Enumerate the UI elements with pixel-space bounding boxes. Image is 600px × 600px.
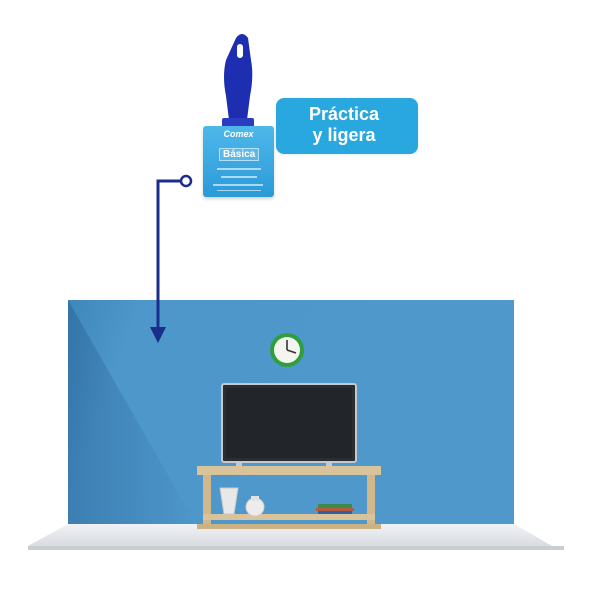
callout-badge [276,98,418,154]
floor-edge [28,546,564,550]
package-text-row [213,184,263,186]
package-text-row [221,176,257,178]
callout-line-2: y ligera [312,125,376,145]
brand-logo: Comex [223,129,254,139]
callout-text: Práctica y ligera [280,104,408,146]
brush-package: Comex Básica [203,126,274,197]
package-text-row [217,190,261,191]
package-text-row [217,168,261,170]
floor [28,524,552,546]
product-line-label: Básica [219,148,260,161]
callout-line-1: Práctica [308,104,380,124]
